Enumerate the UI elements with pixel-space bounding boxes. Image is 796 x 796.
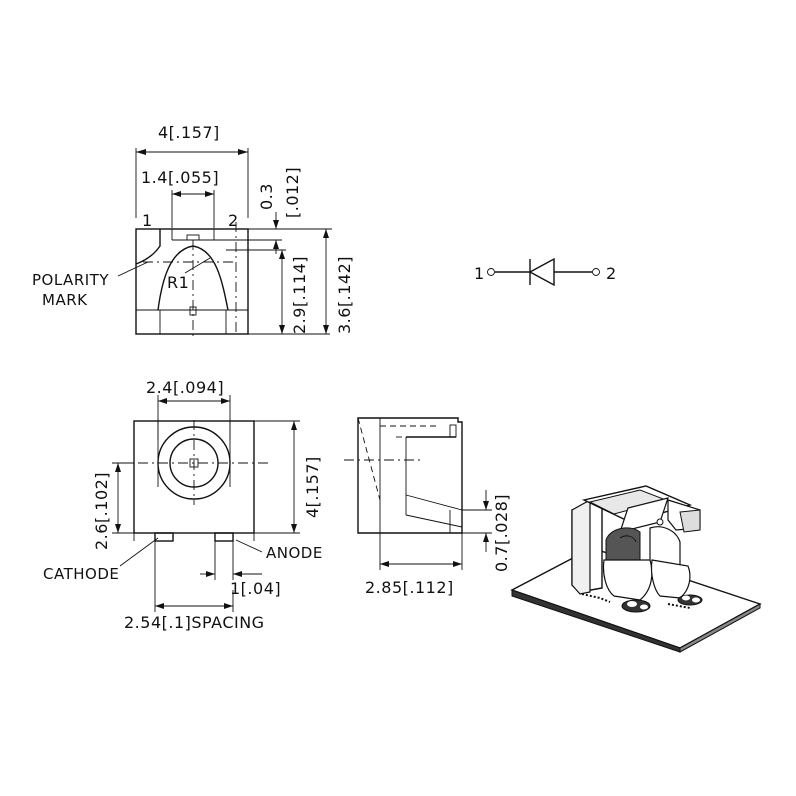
polarity-label-line2: MARK [42,291,88,309]
cathode-label: CATHODE [43,565,119,583]
front-height-dim: 2.6[.102] [92,472,111,550]
top-gap-dim-inch: [.012] [283,167,302,218]
top-view-body [135,228,249,335]
top-pin1-label: 1 [142,211,153,230]
polarity-label-line1: POLARITY [32,271,109,289]
top-width-dim: 4[.157] [158,123,220,142]
side-view-body [357,417,463,534]
top-gap-dim: 0.3 [257,183,276,210]
side-depth-dim: 2.85[.112] [365,578,454,597]
pad-width-dim: 1[.04] [230,579,281,598]
top-height-dim: 3.6[.142] [335,256,354,334]
terminal-right [650,559,691,599]
polarity-notch [135,229,161,265]
top-view: R1 1 2 4[.157] 1.4[.055] 0.3 [.012] 2 [32,123,354,336]
symbol-pin1-label: 1 [474,264,485,283]
side-view: 2.85[.112] 0.7[.028] [344,417,511,597]
side-standoff-dim: 0.7[.028] [492,494,511,572]
anode-label: ANODE [266,544,323,562]
top-window-dim: 1.4[.055] [141,168,219,187]
front-view: 2.4[.094] 2.6[.102] 4[.157] CATHODE ANOD… [43,378,323,632]
symbol-pin2-label: 2 [606,264,617,283]
pad-spacing-dim: 2.54[.1]SPACING [124,613,265,632]
top-pin2-label: 2 [228,211,239,230]
top-lens-height-dim: 2.9[.114] [290,256,309,334]
isometric-view [510,485,762,653]
front-view-body [133,420,255,534]
diode-symbol: 1 2 [474,257,617,287]
radius-label: R1 [167,273,189,292]
front-lens-dim: 2.4[.094] [146,378,224,397]
front-size-dim: 4[.157] [303,456,322,518]
